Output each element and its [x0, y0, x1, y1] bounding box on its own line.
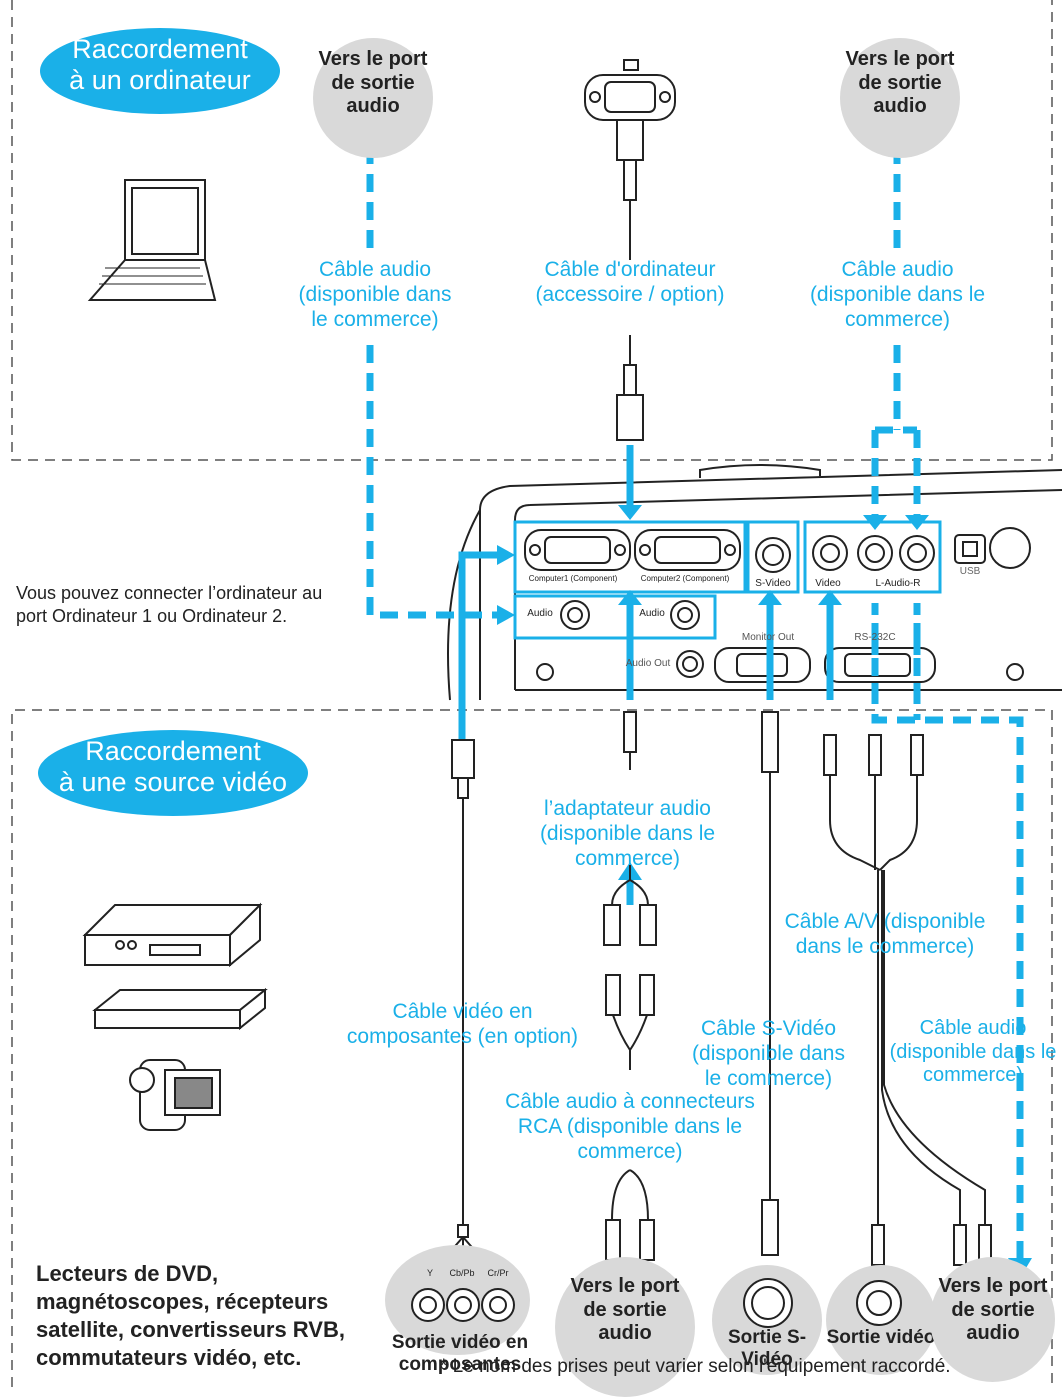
- svideo-out-label: Sortie S-Vidéo: [727, 1327, 807, 1371]
- svideo-out-icon: [743, 1278, 793, 1328]
- audio-out-right-label: Vers le port de sortie audio: [938, 1275, 1048, 1345]
- audio-port-left-label: Vers le port de sortie audio: [318, 48, 428, 118]
- cable-audio-bottom-label: Câble audio (disponible dans le commerce…: [889, 1017, 1057, 1087]
- adapter-audio-label: l’adaptateur audio (disponible dans le c…: [539, 797, 716, 870]
- dvd-player-icon: [92, 987, 268, 1031]
- cable-audio-left-label: Câble audio (disponible dans le commerce…: [298, 258, 452, 331]
- bottom-panel-border: [11, 709, 1053, 1387]
- port-label-monitor-out: Monitor Out: [741, 632, 795, 643]
- arrow-component: [458, 551, 500, 760]
- cable-av-label: Câble A/V (disponible dans le commerce): [784, 910, 986, 958]
- cable-rca-label: Câble audio à connecteurs RCA (disponibl…: [505, 1090, 755, 1163]
- jack-label-y: Y: [426, 1268, 433, 1278]
- computer2-port-icon: [634, 529, 741, 571]
- av-cable: [823, 734, 992, 1266]
- port-label-video: Video: [815, 578, 841, 589]
- audio-out-mid-label: Vers le port de sortie audio: [570, 1275, 680, 1345]
- port-label-rs232c: RS-232C: [854, 632, 896, 643]
- audio-adapter-plug: [603, 711, 657, 946]
- laptop-icon: [87, 179, 217, 301]
- vga-port-top-icon: [584, 59, 676, 260]
- devices-list: Lecteurs de DVD, magnétoscopes, récepteu…: [36, 1261, 345, 1370]
- audio-port-bubble-right: [840, 38, 960, 158]
- port-label-audio2: Audio: [639, 608, 665, 619]
- computer1-port-icon: [524, 529, 631, 571]
- video-out-icon: [856, 1280, 902, 1326]
- audio-out-bubble-right: [930, 1257, 1055, 1382]
- vcr-icon: [82, 902, 263, 968]
- camcorder-icon: [129, 1059, 221, 1131]
- port-label-usb: USB: [959, 566, 981, 577]
- lower-port-icons: [536, 647, 1024, 683]
- jack-label-cb: Cb/Pb: [449, 1268, 475, 1278]
- audio-port-icons: [560, 600, 700, 630]
- port-label-computer2: Computer2 (Component): [640, 574, 730, 583]
- jack-label-cr: Cr/Pr: [487, 1268, 509, 1278]
- vga-plug-mid-icon: [616, 335, 644, 441]
- rca-audio-cable: [605, 974, 655, 1261]
- cable-component-label: Câble vidéo en composantes (en option): [346, 1000, 579, 1048]
- computer-port-note: Vous pouvez connecter l’ordinateur au po…: [16, 583, 323, 626]
- component-out-label: Sortie vidéo en composantes: [391, 1332, 529, 1376]
- dashed-mid-rca: [871, 603, 921, 700]
- top-panel-border: [11, 0, 1053, 461]
- audio-out-bubble-mid: [555, 1257, 695, 1397]
- port-label-audio1: Audio: [527, 608, 553, 619]
- audio-port-right-label: Vers le port de sortie audio: [845, 48, 955, 118]
- dashed-cable-audio-left-lower: [366, 345, 500, 619]
- video-out-label: Sortie vidéo: [826, 1327, 936, 1348]
- svideo-port-icon: [755, 537, 791, 573]
- port-label-audio-out: Audio Out: [625, 658, 671, 669]
- cable-audio-right-label: Câble audio (disponible dans le commerce…: [809, 258, 986, 331]
- svideo-cable: [761, 711, 779, 1256]
- audio-port-bubble-left: [313, 38, 433, 158]
- dashed-cable-audio-right-lower: [871, 345, 921, 515]
- component-jacks-icon: [411, 1288, 515, 1322]
- svideo-port-box: [746, 520, 800, 594]
- port-label-computer1: Computer1 (Component): [528, 574, 618, 583]
- audio-ports-box: [513, 594, 717, 640]
- cable-computer-label: Câble d'ordinateur (accessoire / option): [535, 258, 725, 306]
- footnote: * Le nom des prises peut varier selon l'…: [440, 1356, 951, 1377]
- port-label-laudior: L-Audio-R: [875, 578, 921, 589]
- port-label-svideo: S-Video: [755, 578, 791, 589]
- cable-svideo-label: Câble S-Vidéo (disponible dans le commer…: [692, 1017, 845, 1090]
- rca-port-icons: [812, 535, 935, 571]
